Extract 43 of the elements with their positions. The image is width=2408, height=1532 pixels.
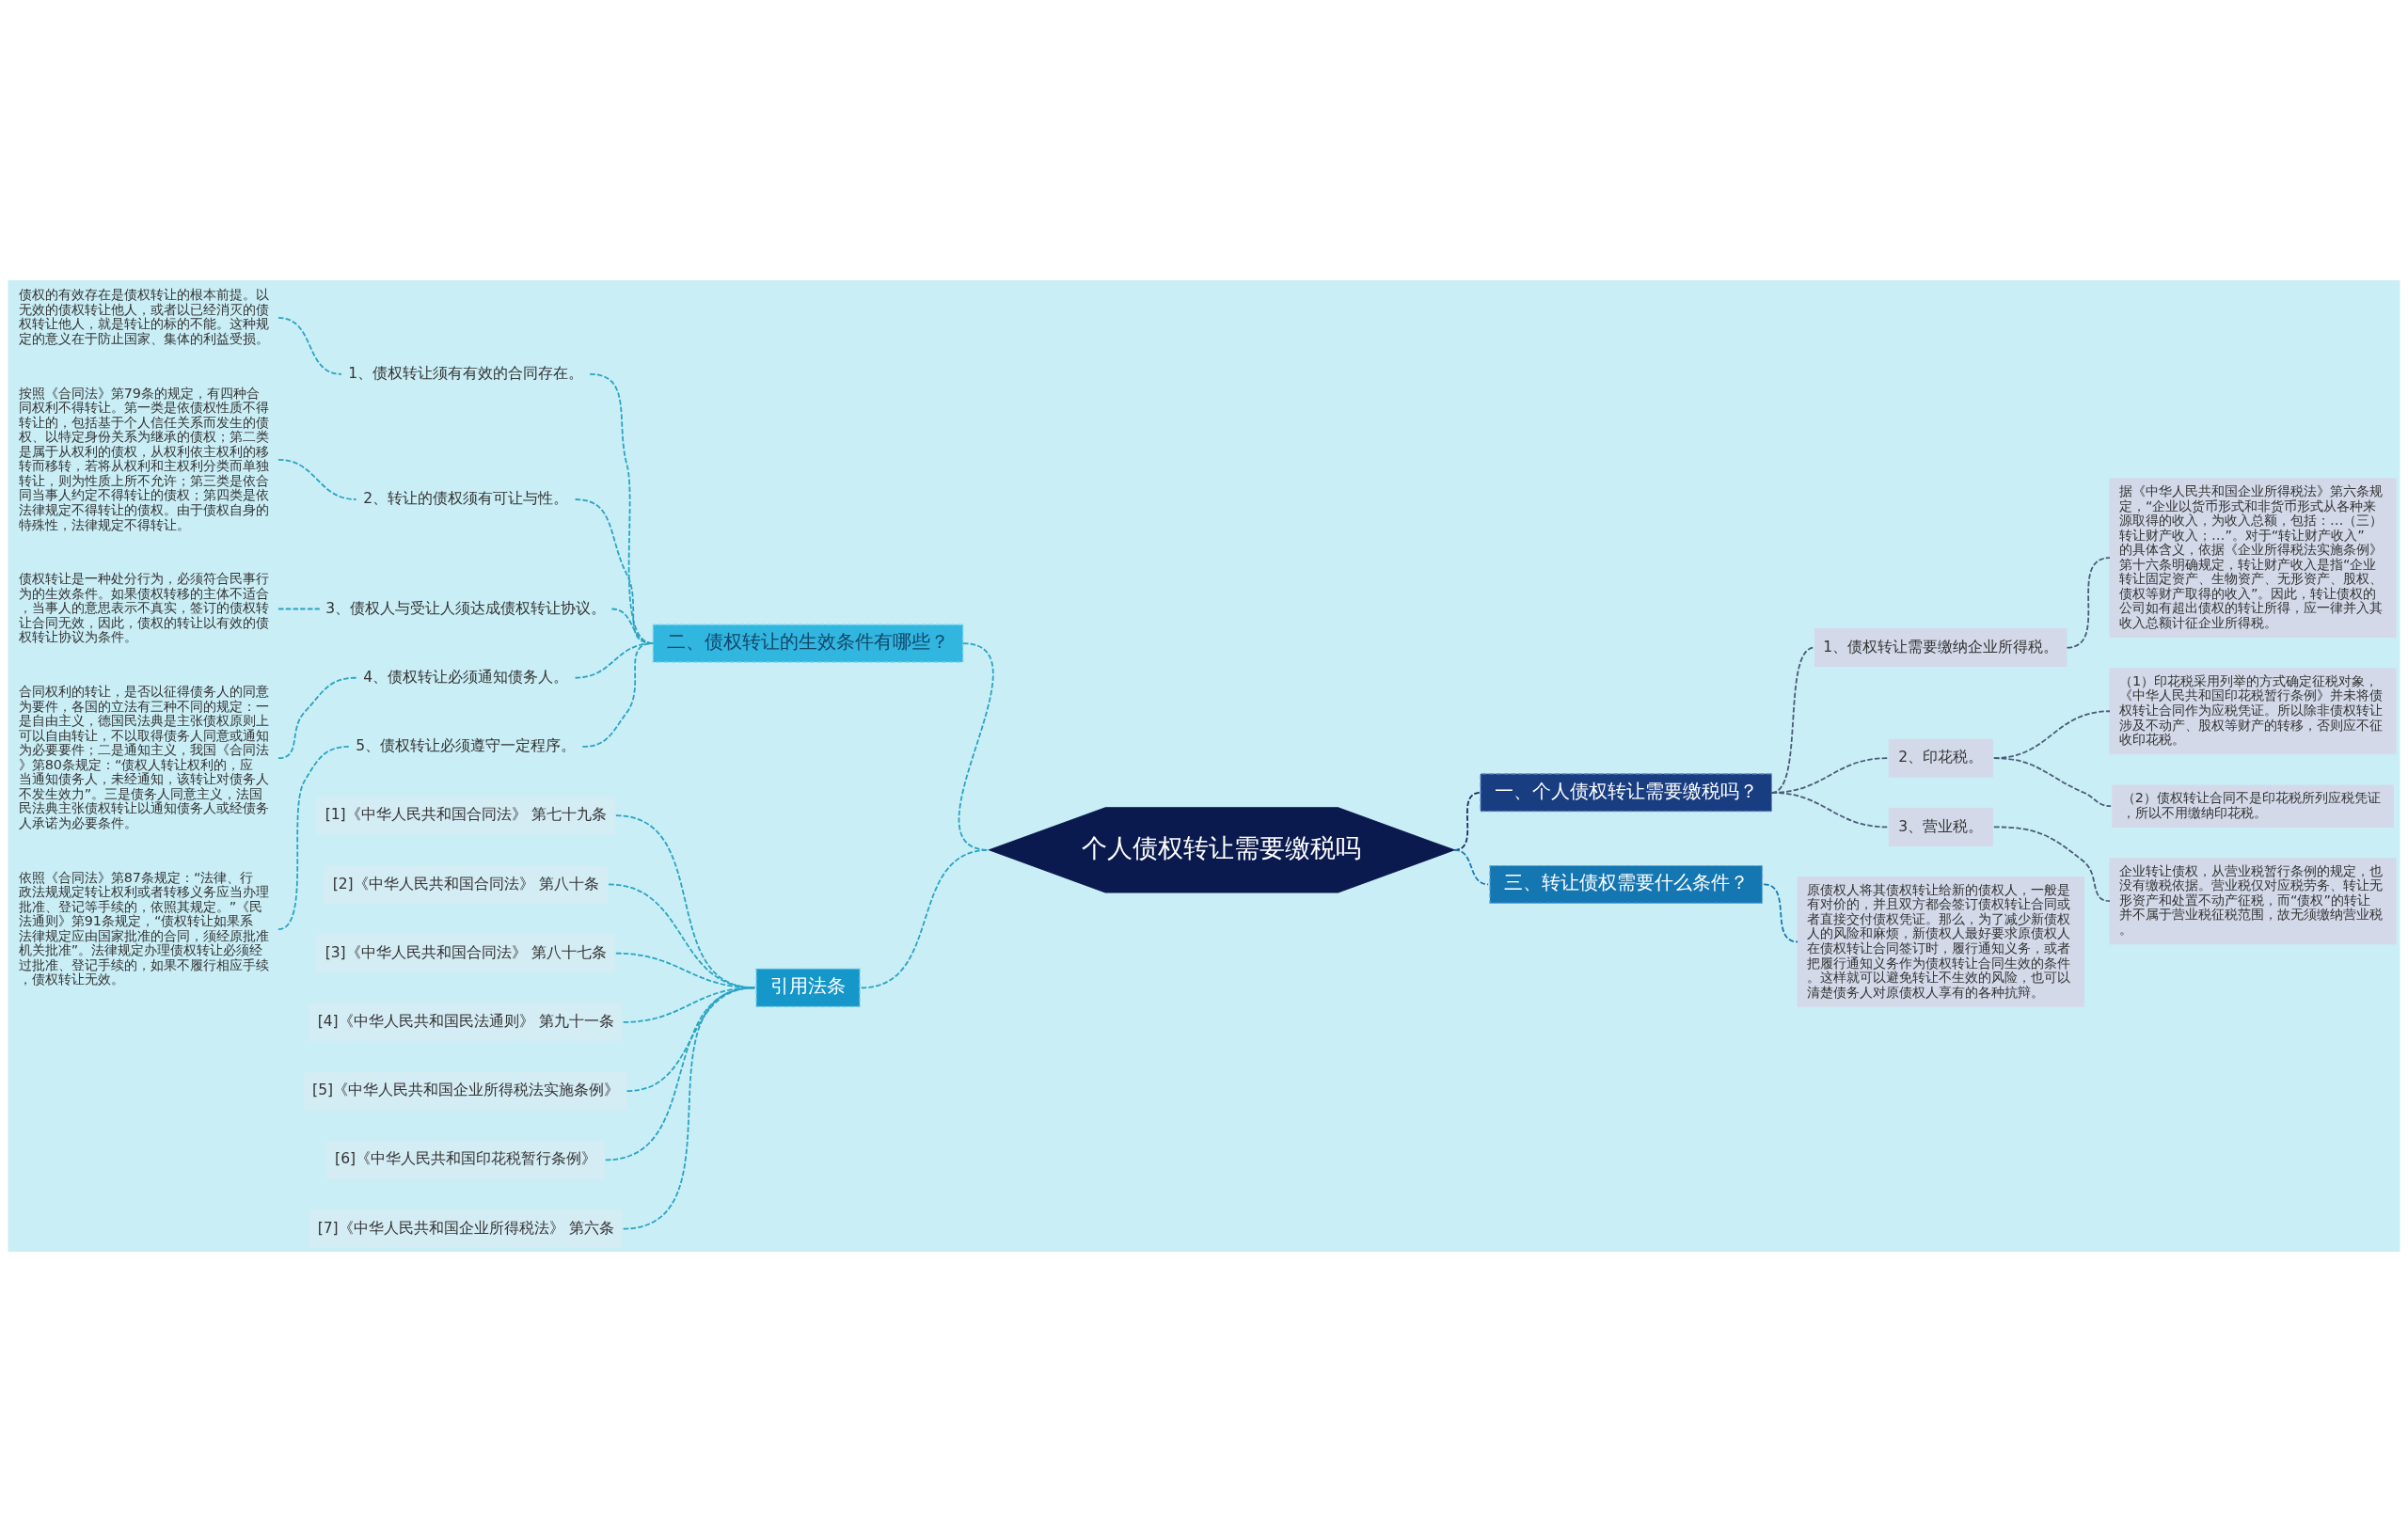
- connector: [277, 608, 321, 610]
- node-box: 三、转让债权需要什么条件？: [1489, 864, 1764, 904]
- node-box: 1、债权转让需要缴纳企业所得税。: [1814, 628, 2067, 668]
- node-box: （1）印花税采用列举的方式确定征税对象，《中华人民共和国印花税暂行条例》并未将债权转让合同作为应税凭证。所以除非债权转让涉及不动产、股权等财产的转移，否则应不征收印花税。: [2109, 668, 2397, 755]
- node-box: 企业转让债权，从营业税暂行条例的规定，也没有缴税依据。营业税仅对应税劳务、转让无形资产和处置不动产征税，而“债权”的转让并不属于营业税征税范围，故无须缴纳营业税。: [2109, 858, 2397, 945]
- node-text: 债权转让是一种处分行为，必须符合民事行为的生效条件。如果债权转移的主体不适合，当事人的意思表示不真实，签订的债权转让合同无效，因此，债权的转让以有效的债权转让协议为条件。: [18, 571, 269, 645]
- node-box: [3]《中华人民共和国合同法》 第八十七条: [316, 934, 615, 973]
- node-box: 引用法条: [755, 968, 861, 1007]
- node-text: 1、债权转让须有有效的合同存在。: [348, 364, 584, 382]
- connector: [1763, 883, 1799, 943]
- connector: [622, 987, 756, 1230]
- node-text: 债权的有效存在是债权转让的根本前提。以无效的债权转让他人，或者以已经消灭的债权转让他人，就是转让的标的不能。这种规定的意义在于防止国家、集体的利益受损。: [18, 287, 269, 347]
- node-box: 一、个人债权转让需要缴税吗？: [1480, 773, 1773, 813]
- node-text: 3、债权人与受让人须达成债权转让协议。: [325, 599, 607, 617]
- node-box: 二、债权转让的生效条件有哪些？: [652, 624, 964, 663]
- node-text: 合同权利的转让，是否以征得债务人的同意为要件，各国的立法有三种不同的规定：一是自由主义，德国民法典是主张债权原则上可以自由转让，不以取得债务人同意或通知为必要要件；二是通知主义，我国《合同法》第80条规定：“债权人转让权利的，应当通知债务人，未经通知，该转让对债务人不发生效力”。三是债务人同意主义，法国民法典主张债权转让以通知债务人或经债务人承诺为必要条件。: [18, 684, 269, 830]
- node-box: [7]《中华人民共和国企业所得税法》 第六条: [309, 1209, 623, 1249]
- node-box: [6]《中华人民共和国印花税暂行条例》: [325, 1140, 606, 1179]
- node-text: 4、债权转让必须通知债务人。: [363, 668, 569, 686]
- node-box: [5]《中华人民共和国企业所得税法实施条例》: [304, 1071, 628, 1111]
- connector: [1992, 826, 2111, 903]
- node-box: （2）债权转让合同不是印花税所列应税凭证，所以不用缴纳印花税。: [2112, 784, 2394, 828]
- connector: [1992, 757, 2112, 808]
- node-box: [4]《中华人民共和国民法通则》 第九十一条: [309, 1003, 623, 1042]
- node-text: 依照《合同法》第87条规定：“法律、行政法规规定转让权利或者转移义务应当办理批准、登记等手续的，依照其规定。”《民法通则》第91条规定，“债权转让如果系法律规定应由国家批准的合同，须经原批准机关批准”。法律规定办理债权转让必须经过批准、登记手续的，如果不履行相应手续，债权转让无效。: [18, 869, 269, 987]
- node-box: [2]《中华人民共和国合同法》 第八十条: [324, 864, 608, 904]
- node-box: 2、印花税。: [1888, 738, 1993, 778]
- connector: [581, 642, 655, 748]
- connector: [277, 746, 350, 931]
- connector: [1453, 848, 1490, 886]
- node-text: 2、转让的债权须有可让与性。: [363, 490, 569, 508]
- connector: [2066, 557, 2111, 649]
- connector: [277, 676, 357, 760]
- connector: [277, 458, 357, 500]
- node-box: 原债权人将其债权转让给新的债权人，一般是有对价的，并且双方都会签订债权转让合同或者直接交付债权凭证。那么，为了减少新债权人的风险和麻烦，新债权人最好要求原债权人在债权转让合同签订时，履行通知义务，或者把履行通知义务作为债权转让合同生效的条件。这样就可以避免转让不生效的风险，也可以清楚债务人对原债权人享有的各种抗辩。: [1797, 877, 2084, 1007]
- connector: [277, 317, 342, 375]
- node-box: 据《中华人民共和国企业所得税法》第六条规定，“企业以货币形式和非货币形式从各种来源取得的收入，为收入总额，包括：…（三）转让财产收入；…”。对于“转让财产收入”的具体含义，依据《企业所得税法实施条例》第十六条明确规定，转让财产收入是指“企业转让固定资产、生物资产、无形资产、股权、债权等财产取得的收入”。因此，转让债权的公司如有超出债权的转让所得，应一律并入其收入总额计征企业所得税。: [2109, 478, 2397, 639]
- node-box: [1]《中华人民共和国合同法》 第七十九条: [316, 796, 615, 835]
- node-text: 按照《合同法》第79条的规定，有四种合同权利不得转让。第一类是依债权性质不得转让的，包括基于个人信任关系而发生的债权、以特定身份关系为继承的债权；第二类是属于从权利的债权，从权利依主权利的移转而移转，若将从权利和主权利分类而单独转让，则为性质上所不允许；第三类是依合同当事人约定不得转让的债权；第四类是依法律规定不得转让的债权。由于债权自身的特殊性，法律规定不得转让。: [18, 385, 269, 532]
- node-text: 5、债权转让必须遵守一定程序。: [356, 737, 577, 755]
- node-box: 3、营业税。: [1888, 807, 1993, 846]
- connector: [958, 642, 994, 851]
- connector: [1770, 791, 1889, 829]
